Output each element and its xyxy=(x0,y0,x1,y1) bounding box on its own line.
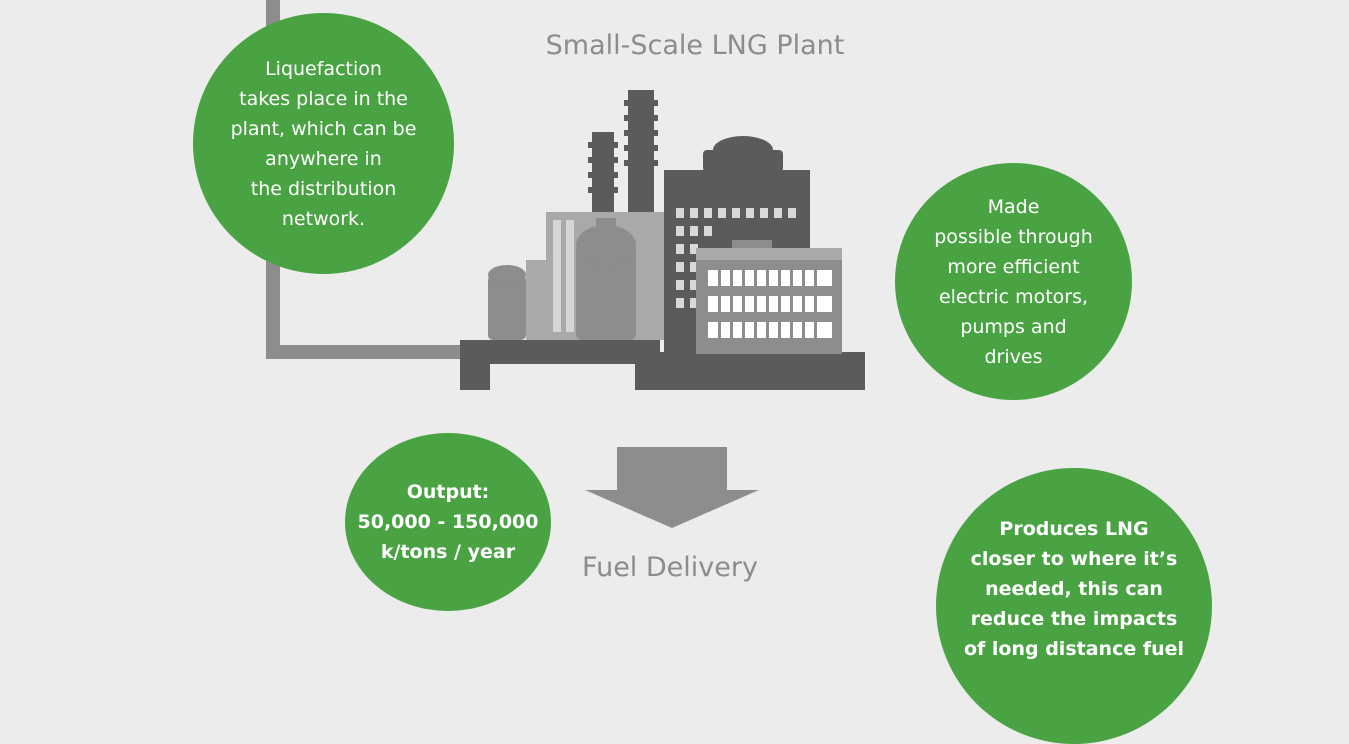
plant-illustration xyxy=(266,0,865,528)
output-text: Output: 50,000 - 150,000 k/tons / year xyxy=(357,481,539,563)
liquefaction-bubble: Liquefaction takes place in the plant, w… xyxy=(193,13,454,274)
down-arrow-icon xyxy=(585,447,759,528)
efficiency-text: Made possible through more efficient ele… xyxy=(934,195,1093,368)
produces-text: Produces LNG closer to where it’s needed… xyxy=(963,518,1185,660)
output-bubble: Output: 50,000 - 150,000 k/tons / year xyxy=(345,433,551,611)
infographic-canvas: Small-Scale LNG Plant Liquefaction takes… xyxy=(193,0,1212,744)
fuel-delivery-label: Fuel Delivery xyxy=(582,552,758,583)
efficiency-bubble: Made possible through more efficient ele… xyxy=(895,163,1132,400)
lng-plant-icon xyxy=(460,90,865,390)
plant-title: Small-Scale LNG Plant xyxy=(545,30,845,61)
liquefaction-text: Liquefaction takes place in the plant, w… xyxy=(230,57,417,230)
produces-bubble: Produces LNG closer to where it’s needed… xyxy=(936,468,1212,744)
